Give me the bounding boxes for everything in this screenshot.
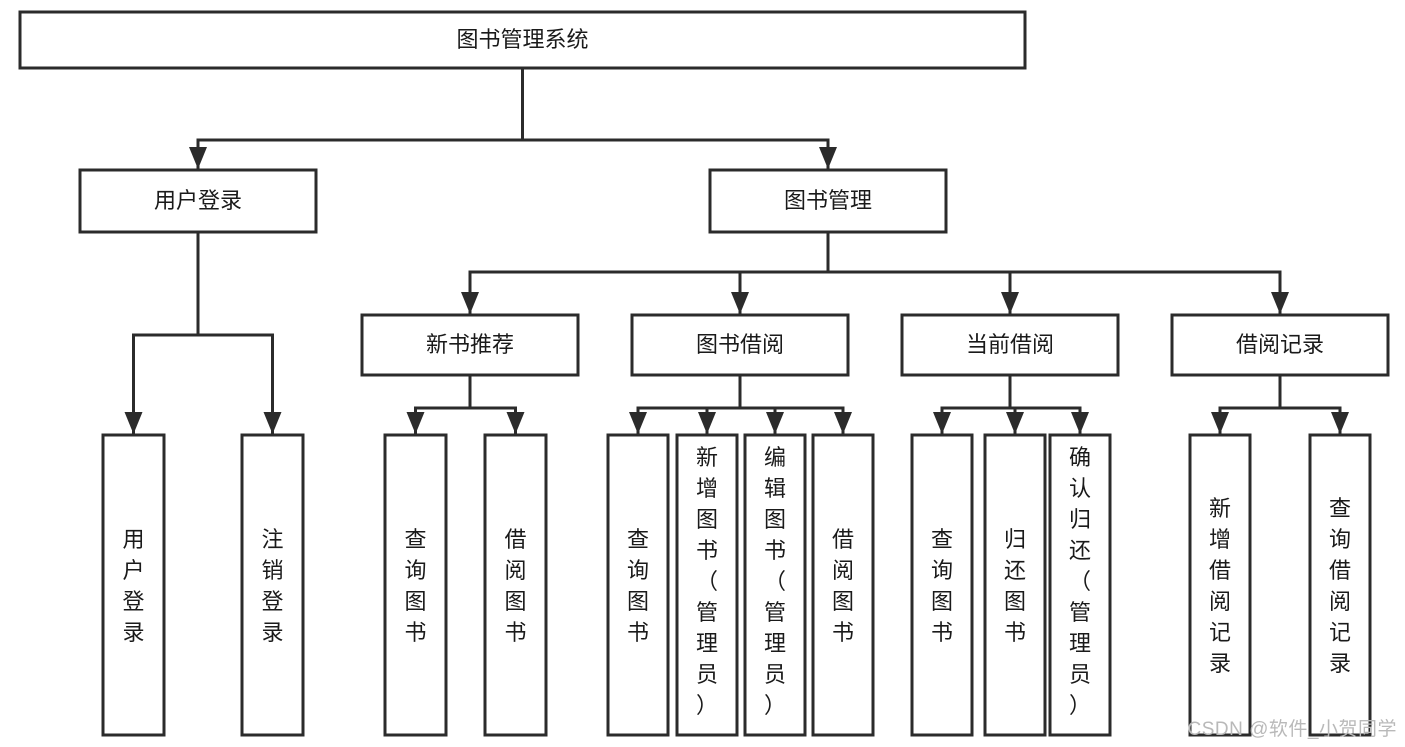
node-leaf-10[interactable]: 确认归还（管理员） [1048,433,1112,737]
node-level2-1[interactable]: 图书借阅 [630,313,850,377]
arrow-head-icon [1271,292,1289,314]
arrow-head-icon [819,147,837,169]
arrow-head-icon [506,412,525,434]
node-box-shape [240,433,305,737]
node-box-shape [78,168,318,234]
node-label: 借阅图书 [504,527,526,645]
node-leaf-0[interactable]: 用户登录 [101,433,166,737]
node-label: 用户登录 [154,188,242,213]
node-box-shape [910,433,974,737]
arrow-head-icon [406,412,425,434]
arrow-head-icon [731,292,749,314]
node-leaf-2[interactable]: 查询图书 [383,433,448,737]
node-leaf-12[interactable]: 查询借阅记录 [1308,433,1372,737]
node-leaf-7[interactable]: 借阅图书 [811,433,875,737]
node-level2-3[interactable]: 借阅记录 [1170,313,1390,377]
arrow-head-icon [766,412,784,434]
arrow-head-icon [1071,412,1089,434]
node-box-shape [675,433,739,737]
node-level1-1[interactable]: 图书管理 [708,168,948,234]
node-label: 确认归还（管理员） [1069,445,1091,718]
node-leaf-5[interactable]: 新增图书（管理员） [675,433,739,737]
node-box-shape [811,433,875,737]
node-root-0[interactable]: 图书管理系统 [18,10,1027,70]
node-box-shape [606,433,670,737]
node-label: 注销登录 [261,527,283,645]
node-label: 查询借阅记录 [1329,496,1351,676]
node-box-shape [360,313,580,377]
node-label: 新增借阅记录 [1209,496,1231,676]
arrow-head-icon [629,412,647,434]
arrow-head-icon [1331,412,1349,434]
arrow-head-icon [1211,412,1229,434]
node-leaf-4[interactable]: 查询图书 [606,433,670,737]
node-leaf-8[interactable]: 查询图书 [910,433,974,737]
node-box-shape [630,313,850,377]
node-label: 新书推荐 [426,332,514,357]
node-leaf-11[interactable]: 新增借阅记录 [1188,433,1252,737]
node-label: 新增图书（管理员） [696,445,718,718]
arrow-head-icon [1006,412,1024,434]
node-level1-0[interactable]: 用户登录 [78,168,318,234]
node-label: 图书管理 [784,188,872,213]
arrow-head-icon [124,412,143,434]
node-label: 查询图书 [404,527,426,645]
node-box-shape [383,433,448,737]
arrow-head-icon [834,412,852,434]
node-box-shape [1308,433,1372,737]
node-boxes: 图书管理系统用户登录图书管理新书推荐图书借阅当前借阅借阅记录用户登录注销登录查询… [18,10,1390,737]
node-box-shape [1048,433,1112,737]
node-box-shape [743,433,807,737]
node-box-shape [708,168,948,234]
node-label: 当前借阅 [966,332,1054,357]
arrow-head-icon [461,292,479,314]
node-leaf-6[interactable]: 编辑图书（管理员） [743,433,807,737]
node-box-shape [900,313,1120,377]
node-leaf-3[interactable]: 借阅图书 [483,433,548,737]
node-label: 借阅记录 [1236,332,1324,357]
node-level2-0[interactable]: 新书推荐 [360,313,580,377]
node-label: 编辑图书（管理员） [764,445,786,718]
node-box-shape [18,10,1027,70]
node-box-shape [1170,313,1390,377]
node-label: 归还图书 [1004,527,1026,645]
node-label: 查询图书 [931,527,953,645]
node-leaf-9[interactable]: 归还图书 [983,433,1047,737]
arrow-head-icon [263,412,282,434]
arrow-head-icon [189,147,207,169]
arrow-head-icon [933,412,951,434]
node-label: 用户登录 [122,527,144,645]
node-box-shape [1188,433,1252,737]
node-label: 借阅图书 [832,527,854,645]
node-label: 图书管理系统 [456,27,588,52]
arrow-head-icon [1001,292,1019,314]
node-level2-2[interactable]: 当前借阅 [900,313,1120,377]
node-label: 图书借阅 [696,332,784,357]
connector-lines [124,66,1349,435]
node-box-shape [983,433,1047,737]
node-leaf-1[interactable]: 注销登录 [240,433,305,737]
node-label: 查询图书 [627,527,649,645]
csdn-watermark: CSDN @软件_小贺同学 [1187,719,1397,740]
node-box-shape [101,433,166,737]
arrow-head-icon [698,412,716,434]
node-box-shape [483,433,548,737]
